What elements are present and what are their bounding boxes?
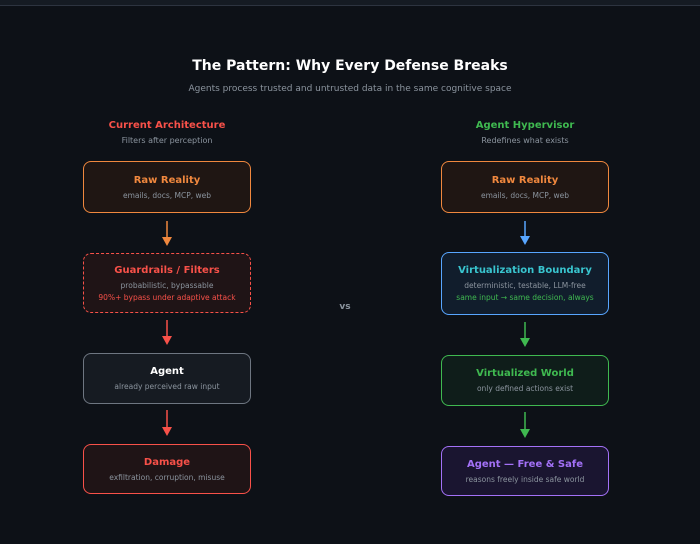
right-arrow-3: [520, 412, 530, 438]
right-arrow-1: [520, 221, 530, 245]
virtualization-boundary-desc: deterministic, testable, LLM-free: [464, 281, 586, 290]
right-raw-reality-title: Raw Reality: [491, 174, 559, 186]
virtualization-boundary-title: Virtualization Boundary: [458, 265, 592, 276]
guardrails-desc: probabilistic, bypassable: [120, 280, 214, 290]
right-column-subheading: Redefines what exists: [481, 136, 569, 145]
right-raw-reality-box: Raw Reality emails, docs, MCP, web: [441, 161, 609, 213]
damage-title: Damage: [143, 456, 191, 468]
agent-free-safe-desc: reasons freely inside safe world: [465, 474, 585, 484]
left-raw-reality-box: Raw Reality emails, docs, MCP, web: [83, 161, 251, 213]
vs-label: vs: [339, 302, 351, 312]
agent-box: Agent already perceived raw input: [83, 353, 251, 404]
agent-free-safe-box: Agent — Free & Safe reasons freely insid…: [441, 446, 609, 496]
left-arrow-3: [162, 410, 172, 436]
left-raw-reality-title: Raw Reality: [133, 174, 201, 186]
left-column-subheading: Filters after perception: [121, 136, 213, 145]
damage-desc: exfiltration, corruption, misuse: [109, 472, 225, 482]
right-arrow-2: [520, 322, 530, 347]
diagram-subtitle: Agents process trusted and untrusted dat…: [188, 84, 512, 94]
guardrails-title: Guardrails / Filters: [114, 264, 220, 276]
virtualized-world-title: Virtualized World: [476, 368, 574, 379]
left-column-heading: Current Architecture: [108, 120, 226, 131]
virtualization-boundary-box: Virtualization Boundary deterministic, t…: [441, 252, 609, 315]
agent-desc: already perceived raw input: [114, 382, 220, 391]
guardrails-box: Guardrails / Filters probabilistic, bypa…: [83, 253, 251, 313]
damage-box: Damage exfiltration, corruption, misuse: [83, 444, 251, 494]
agent-title: Agent: [150, 366, 184, 377]
guardrails-emphasis: 90%+ bypass under adaptive attack: [98, 292, 236, 302]
diagram-title: The Pattern: Why Every Defense Breaks: [192, 58, 508, 74]
top-bar: [0, 0, 700, 6]
virtualized-world-box: Virtualized World only defined actions e…: [441, 355, 609, 406]
left-arrow-1: [162, 221, 172, 246]
virtualization-boundary-emphasis: same input → same decision, always: [456, 293, 594, 302]
left-raw-reality-desc: emails, docs, MCP, web: [122, 190, 211, 200]
virtualized-world-desc: only defined actions exist: [476, 384, 574, 393]
left-arrow-2: [162, 320, 172, 345]
right-raw-reality-desc: emails, docs, MCP, web: [480, 190, 569, 200]
agent-free-safe-title: Agent — Free & Safe: [467, 458, 583, 470]
right-column-heading: Agent Hypervisor: [475, 120, 575, 131]
